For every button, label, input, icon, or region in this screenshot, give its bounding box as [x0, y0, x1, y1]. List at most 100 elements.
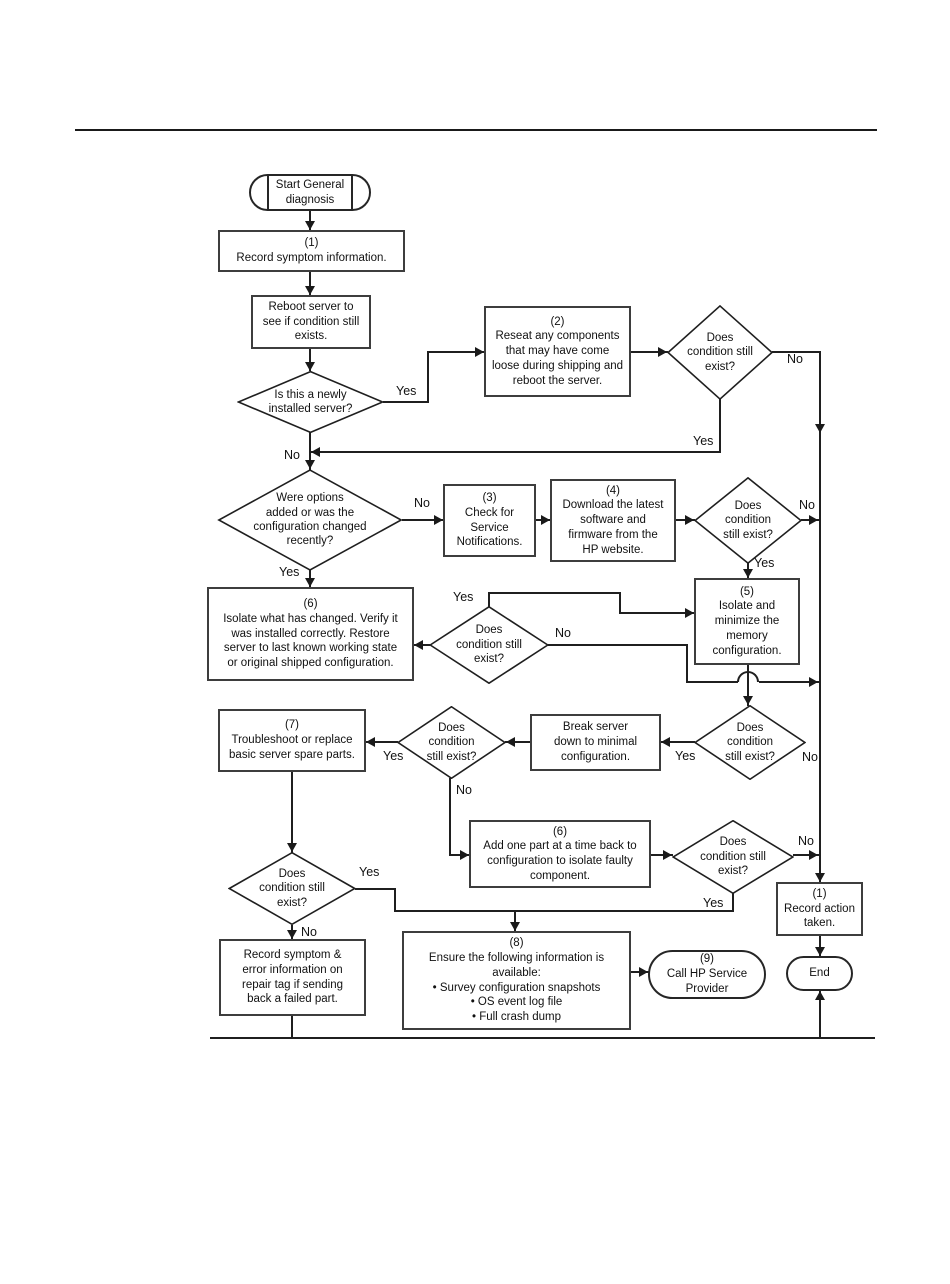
- edge: [514, 910, 516, 932]
- end-terminal: End: [786, 956, 853, 991]
- diamond-shape: [217, 469, 403, 571]
- arrowhead: [743, 696, 753, 705]
- diamond-shape: [429, 606, 549, 684]
- process-ensure-info-available: (8) Ensure the following information is …: [402, 931, 631, 1030]
- edge: [505, 741, 531, 743]
- edge-label-no: No: [300, 925, 318, 939]
- terminal-call-hp-service: (9) Call HP Service Provider: [648, 950, 766, 999]
- decision-label: Does condition still exist?: [725, 721, 775, 763]
- edge-label-yes: Yes: [358, 865, 381, 879]
- process-break-server-down: Break server down to minimal configurati…: [530, 714, 661, 771]
- edge: [686, 681, 738, 683]
- bottom-return-line: [210, 1037, 875, 1039]
- edge: [309, 211, 311, 230]
- edge: [309, 272, 311, 295]
- arrowhead: [809, 677, 818, 687]
- edge: [660, 741, 695, 743]
- arrowhead: [287, 930, 297, 939]
- edge-label-no: No: [786, 352, 804, 366]
- diamond-shape: [672, 820, 794, 894]
- edge: [759, 681, 819, 683]
- arrowhead: [305, 460, 315, 469]
- process-isolate-memory: (5) Isolate and minimize the memory conf…: [694, 578, 800, 665]
- edge: [291, 1015, 293, 1039]
- edge: [394, 888, 396, 912]
- decision-condition-5: Does condition still exist?: [694, 705, 806, 780]
- edge-label-yes: Yes: [692, 434, 715, 448]
- process-troubleshoot-spares: (7) Troubleshoot or replace basic server…: [218, 709, 366, 772]
- arrowhead: [434, 515, 443, 525]
- arrowhead: [366, 737, 375, 747]
- edge-label-no: No: [413, 496, 431, 510]
- edge: [819, 351, 821, 883]
- edge-label-no: No: [801, 750, 819, 764]
- terminal-cap-lines: [267, 175, 353, 210]
- edge: [383, 401, 429, 403]
- diamond-shape: [694, 477, 802, 564]
- arrowhead: [305, 362, 315, 371]
- process-reboot-server: Reboot server to see if condition still …: [251, 295, 371, 349]
- edge-label-yes: Yes: [382, 749, 405, 763]
- arrowhead: [510, 922, 520, 931]
- edge-label-no: No: [455, 783, 473, 797]
- diamond-shape: [667, 305, 773, 400]
- edge: [630, 351, 668, 353]
- edge: [365, 741, 398, 743]
- edge-label-yes: Yes: [452, 590, 475, 604]
- arrowhead: [815, 947, 825, 956]
- edge-label-yes: Yes: [395, 384, 418, 398]
- decision-condition-3: Does condition still exist?: [429, 606, 549, 684]
- arrowhead: [685, 515, 694, 525]
- arrowhead: [305, 286, 315, 295]
- decision-condition-7: Does condition still exist?: [228, 852, 356, 925]
- edge: [449, 854, 470, 856]
- arrowhead: [815, 424, 825, 433]
- edge: [291, 771, 293, 853]
- diamond-shape: [694, 705, 806, 780]
- decision-label: Does condition still exist?: [723, 499, 773, 541]
- edge: [309, 349, 311, 371]
- edge: [619, 592, 621, 613]
- edge: [311, 451, 721, 453]
- decision-condition-4: Does condition still exist?: [397, 706, 506, 779]
- edge-label-yes: Yes: [278, 565, 301, 579]
- arrowhead: [815, 873, 825, 882]
- arrowhead: [809, 850, 818, 860]
- decision-label: Does condition still exist?: [700, 836, 766, 878]
- arrowhead: [506, 737, 515, 747]
- arrowhead: [815, 991, 825, 1000]
- edge: [819, 935, 821, 957]
- arrowhead: [663, 850, 672, 860]
- decision-condition-1: Does condition still exist?: [667, 305, 773, 400]
- edge-label-no: No: [554, 626, 572, 640]
- edge: [427, 351, 485, 353]
- edge: [772, 351, 820, 353]
- process-check-service-notifications: (3) Check for Service Notifications.: [443, 484, 536, 557]
- process-record-action: (1) Record action taken.: [776, 882, 863, 936]
- edge: [449, 778, 451, 856]
- arrowhead: [661, 737, 670, 747]
- edge-label-no: No: [283, 448, 301, 462]
- start-terminal-label: Start General diagnosis: [275, 178, 345, 206]
- arrowhead: [658, 347, 667, 357]
- edge: [488, 592, 490, 607]
- edge: [650, 854, 673, 856]
- edge-label-no: No: [798, 498, 816, 512]
- edge-label-yes: Yes: [753, 556, 776, 570]
- edge-label-no: No: [797, 834, 815, 848]
- decision-condition-2: Does condition still exist?: [694, 477, 802, 564]
- arrowhead: [541, 515, 550, 525]
- edge: [488, 592, 620, 594]
- start-terminal: Start General diagnosis: [249, 174, 371, 211]
- arrowhead: [305, 221, 315, 230]
- arrowhead: [639, 967, 648, 977]
- process-reseat-components: (2) Reseat any components that may have …: [484, 306, 631, 397]
- edge: [793, 854, 819, 856]
- edge: [819, 990, 821, 1039]
- edge: [732, 893, 734, 912]
- arrowhead: [475, 347, 484, 357]
- edge: [548, 644, 687, 646]
- decision-label: Does condition still exist?: [456, 624, 522, 666]
- edge-label-yes: Yes: [674, 749, 697, 763]
- decision-newly-installed: Is this a newly installed server?: [237, 371, 384, 433]
